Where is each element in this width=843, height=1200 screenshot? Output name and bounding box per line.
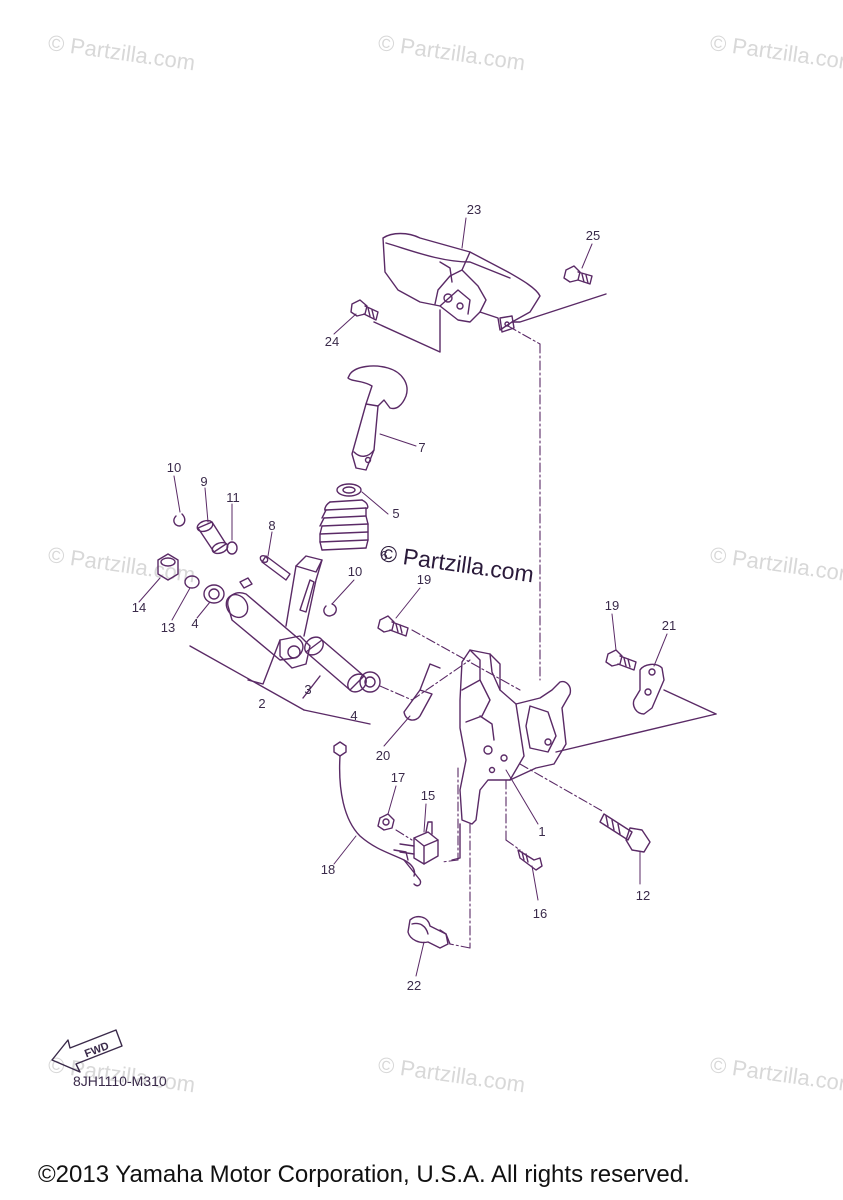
part-19-bolt — [377, 615, 409, 637]
callout-25: 25 — [586, 228, 600, 243]
callout-19b: 19 — [605, 598, 619, 613]
part-25-bolt — [563, 265, 593, 285]
part-15-switch — [399, 821, 439, 865]
callout-8: 8 — [268, 518, 275, 533]
callout-19: 19 — [417, 572, 431, 587]
part-22-clamp — [407, 915, 451, 949]
callout-21: 21 — [662, 618, 676, 633]
part-10-clip — [173, 513, 186, 527]
callout-17: 17 — [391, 770, 405, 785]
callout-15: 15 — [421, 788, 435, 803]
dash-lines — [379, 325, 605, 949]
callout-5: 5 — [392, 506, 399, 521]
part-11-washer — [226, 541, 238, 555]
callout-4: 4 — [191, 616, 198, 631]
part-9-collar — [196, 519, 229, 555]
callout-12: 12 — [636, 888, 650, 903]
callout-11: 11 — [226, 490, 240, 505]
callout-1: 1 — [538, 824, 545, 839]
part-19-bolt-right — [605, 649, 637, 671]
part-21-plate — [632, 663, 665, 715]
part-8-pin — [259, 554, 291, 581]
callout-20: 20 — [376, 748, 390, 763]
callout-leaders — [138, 217, 668, 977]
fwd-label: FWD — [83, 1040, 111, 1060]
callout-16: 16 — [533, 906, 547, 921]
callout-2: 2 — [258, 696, 265, 711]
part-6-spring — [319, 499, 369, 551]
part-4-bush-upper — [203, 584, 225, 604]
callout-3: 3 — [304, 682, 311, 697]
part-16-bolt — [517, 849, 543, 871]
callout-10b: 10 — [348, 564, 362, 579]
callout-24: 24 — [325, 334, 339, 349]
part-20-bracket — [403, 663, 441, 721]
callout-14: 14 — [132, 600, 146, 615]
callout-10: 10 — [167, 460, 181, 475]
diagram-code: 8JH1110-M310 — [73, 1073, 167, 1089]
copyright-notice: ©2013 Yamaha Motor Corporation, U.S.A. A… — [38, 1161, 690, 1188]
part-23-cover — [382, 232, 541, 333]
part-12-bolt — [599, 813, 651, 853]
part-5-washer-hole — [342, 486, 356, 494]
part-2-shaft — [225, 555, 323, 669]
part-10-clip-lower — [323, 603, 337, 617]
callout-18: 18 — [321, 862, 335, 877]
callout-6: 6 — [380, 548, 387, 563]
part-7-lever — [347, 365, 408, 471]
callout-23: 23 — [467, 202, 481, 217]
part-5-washer — [336, 483, 362, 497]
part-4-bush-lower — [359, 671, 381, 693]
part-18-cable — [333, 741, 422, 887]
fwd-arrow: FWD — [51, 1029, 123, 1073]
part-24-bolt — [350, 299, 379, 321]
callout-13: 13 — [161, 620, 175, 635]
callout-22: 22 — [407, 978, 421, 993]
callout-4b: 4 — [350, 708, 357, 723]
part-1-bracket — [459, 649, 572, 825]
part-14-nut — [157, 553, 179, 581]
callout-7: 7 — [418, 440, 425, 455]
callout-labels: 23 25 24 7 10 9 11 8 5 6 14 13 4 10 19 1… — [132, 202, 676, 993]
part-13-washer — [184, 575, 200, 589]
part-17-nut — [377, 813, 395, 831]
assembly-lines — [189, 293, 717, 861]
callout-9: 9 — [200, 474, 207, 489]
